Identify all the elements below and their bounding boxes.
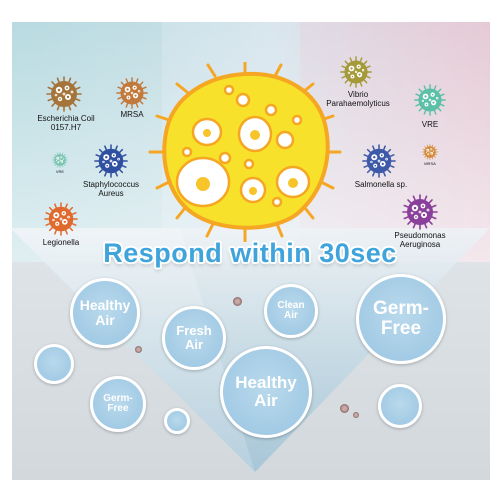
bubble-text: Fresh Air (176, 323, 212, 352)
tiny-germ-dot (135, 346, 142, 353)
germ-vre-small (52, 152, 68, 173)
bubble-text: Germ- Free (373, 298, 429, 339)
germ-label-vibrio: Vibrio Parahaemolyticus (326, 90, 390, 108)
empty-bubble (34, 344, 74, 384)
tiny-germ-dot (340, 404, 349, 413)
germ-salmonella (362, 144, 396, 183)
germ-label-salmonella: Salmonella sp. (354, 180, 408, 189)
germ-vibrio (340, 56, 372, 93)
large-virus-icon (148, 62, 342, 242)
germ-label-pseudomonas: Pseudomonas Aeruginosa (394, 231, 446, 249)
bubble-fresh-air: Fresh Air (162, 306, 226, 370)
mrsa-germ-icon (116, 77, 148, 109)
germ-label-legionella: Legionella (42, 238, 80, 247)
tiny-germ-dot (233, 297, 242, 306)
germ-label-vre: VRE (421, 120, 439, 129)
legionella-germ-icon (44, 202, 78, 236)
escherichia-coli-germ-icon (46, 76, 82, 112)
bubble-healthy-air-2: Healthy Air (220, 346, 312, 438)
germ-label-mrsa: MRSA (120, 110, 144, 119)
germ-mrsa-small (422, 144, 438, 165)
germ-label-mrsa-small: MRSA (424, 161, 436, 166)
bubble-text: Healthy Air (79, 297, 131, 328)
bubble-text: Healthy Air (235, 373, 297, 410)
germ-legionella (44, 202, 78, 241)
tiny-germ-dot (353, 412, 359, 418)
germ-escherichia-coli (46, 76, 82, 117)
germ-staphylococcus (94, 144, 128, 183)
bubble-germ-free-small: Germ- Free (90, 376, 146, 432)
vre-small-germ-icon (52, 152, 68, 168)
pseudomonas-germ-icon (402, 194, 438, 230)
bubble-healthy-air-1: Healthy Air (70, 278, 140, 348)
salmonella-germ-icon (362, 144, 396, 178)
bubble-text: Clean Air (277, 299, 305, 321)
empty-bubble (164, 408, 190, 434)
vre-germ-icon (414, 84, 446, 116)
germ-label-vre-small: VRE (55, 169, 65, 174)
germ-mrsa (116, 77, 148, 114)
vibrio-germ-icon (340, 56, 372, 88)
germ-pseudomonas (402, 194, 438, 235)
germ-label-staphylococcus: Staphylococcus Aureus (82, 180, 140, 198)
empty-bubble (378, 384, 422, 428)
staphylococcus-germ-icon (94, 144, 128, 178)
headline: Respond within 30sec (103, 238, 397, 268)
germ-vre (414, 84, 446, 121)
germ-label-escherichia-coli: Escherichia Coil 0157.H7 (37, 114, 95, 132)
bubble-text: Germ- Free (103, 392, 133, 414)
bubble-germ-free-large: Germ- Free (356, 274, 446, 364)
bubble-clean-air: Clean Air (264, 284, 318, 338)
mrsa-small-germ-icon (422, 144, 438, 160)
